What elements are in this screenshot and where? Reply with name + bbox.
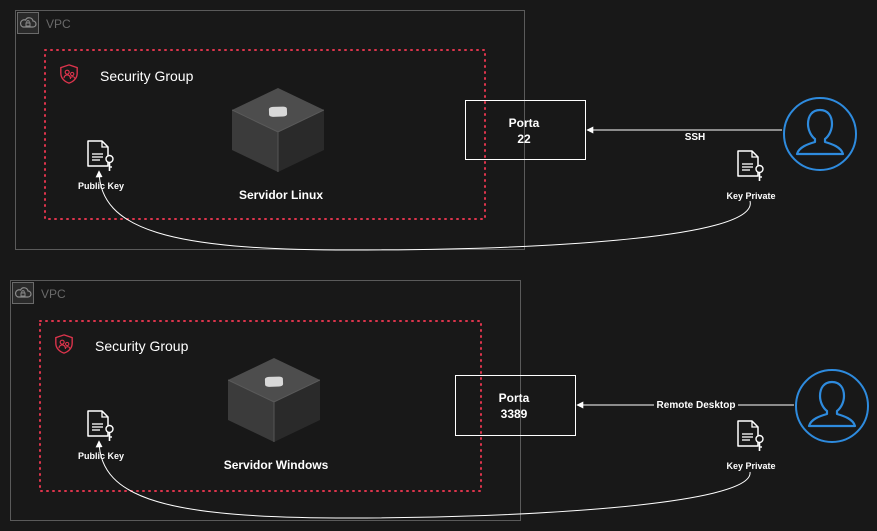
key-document-icon — [87, 140, 114, 172]
port-title: Porta — [499, 391, 530, 405]
shield-users-icon — [60, 64, 78, 84]
key-document-icon — [737, 420, 764, 452]
security-group-label: Security Group — [100, 68, 194, 84]
vpc-label: VPC — [41, 287, 66, 301]
port-number: 22 — [517, 132, 531, 146]
port-box — [465, 100, 586, 160]
connection-label-background — [654, 398, 738, 411]
vpc-container — [15, 10, 525, 250]
cloud-lock-icon — [12, 282, 34, 304]
key-document-icon — [737, 150, 764, 182]
security-group-label: Security Group — [95, 338, 189, 354]
instance-cube-icon — [232, 88, 324, 172]
port-box — [455, 375, 576, 436]
server-label: Servidor Windows — [224, 458, 329, 472]
vpc-windows: VPC Security Group Servidor Windows Publ… — [10, 280, 870, 521]
private-key-label: Key Private — [726, 191, 775, 201]
connection-label: SSH — [685, 132, 706, 143]
user-icon — [782, 96, 858, 172]
security-group-container — [44, 49, 486, 220]
server-label: Servidor Linux — [239, 188, 323, 202]
key-pair-connector — [95, 440, 751, 519]
port-number: 3389 — [501, 407, 528, 421]
private-key-label: Key Private — [726, 461, 775, 471]
vpc-linux: VPC Security Group Servidor Linux Public… — [15, 10, 858, 251]
shield-users-icon — [55, 334, 73, 354]
cloud-lock-icon — [17, 12, 39, 34]
port-title: Porta — [509, 116, 540, 130]
key-document-icon — [87, 410, 114, 442]
vpc-container — [10, 280, 521, 521]
key-pair-connector — [95, 170, 751, 251]
connection-label: Remote Desktop — [657, 400, 736, 411]
instance-cube-icon — [228, 358, 320, 442]
vpc-label: VPC — [46, 17, 71, 31]
user-icon — [794, 368, 870, 444]
